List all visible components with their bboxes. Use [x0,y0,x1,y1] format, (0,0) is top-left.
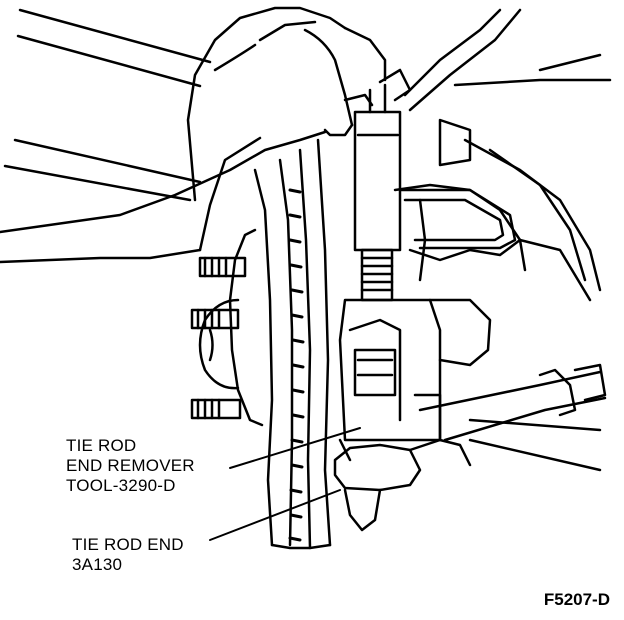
tie-rod [418,363,607,442]
remover-label-line-1: TIE ROD [66,436,137,455]
wheel-stud-lower [190,398,242,420]
rotor-vents [288,188,305,542]
brake-rotor [253,138,332,550]
remover-label-line-2: END REMOVER [66,456,195,475]
tie-rod-end [333,438,472,532]
remover-label-line-3: TOOL-3290-D [66,476,176,495]
background-frame-lines [3,8,612,472]
figure-id: F5207-D [543,590,610,609]
forcing-screw [360,248,394,302]
brake-line [398,188,517,250]
tie-rod-end-remover-tool [338,68,442,462]
tie-rod-end-label: TIE ROD END 3A130 [72,535,184,575]
steering-knuckle [393,8,602,367]
tie-rod-end-label-line-2: 3A130 [72,555,123,574]
wheel-stud-middle [190,308,240,330]
wheel-stud-upper [198,256,247,278]
hand-illustration [0,6,387,264]
leader-lines [209,427,361,541]
tie-rod-end-label-line-1: TIE ROD END [72,535,184,554]
remover-tool-label: TIE ROD END REMOVER TOOL-3290-D [66,436,195,496]
wheel-hub [190,228,264,427]
